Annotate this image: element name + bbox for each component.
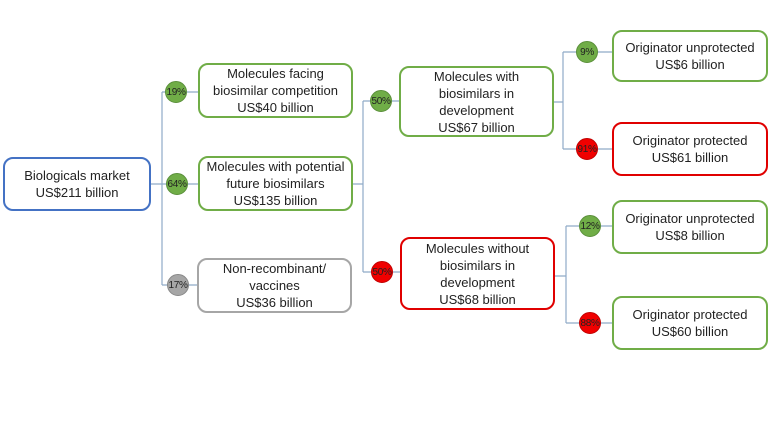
box-value: US$61 billion [651, 150, 729, 165]
box-label: Non-recombinant/ [222, 261, 327, 276]
box-without-biosimilars-in-development: Molecules without biosimilars in develop… [400, 237, 555, 310]
box-label: Molecules with potential [206, 159, 345, 174]
box-value: US$67 billion [438, 119, 515, 135]
box-with-biosimilars-in-development: Molecules with biosimilars in developmen… [399, 66, 554, 137]
box-originator-protected: Originator protected US$60 billion [612, 296, 768, 350]
box-value: US$60 billion [651, 324, 729, 339]
box-value: US$6 billion [655, 57, 725, 72]
percent-badge: 50% [370, 90, 392, 112]
root-box-biologicals-market: Biologicals market US$211 billion [3, 157, 151, 211]
box-originator-protected: Originator protected US$61 billion [612, 122, 768, 176]
box-label: future biosimilars [226, 176, 325, 191]
box-originator-unprotected: Originator unprotected US$6 billion [612, 30, 768, 82]
box-label: biosimilars in [438, 85, 515, 101]
percent-badge: 91% [576, 138, 598, 160]
box-label: Originator unprotected [625, 40, 755, 55]
root-value: US$211 billion [35, 185, 119, 200]
box-label: biosimilar competition [213, 83, 338, 98]
percent-badge: 19% [165, 81, 187, 103]
root-label: Biologicals market [24, 168, 130, 183]
box-label: Originator protected [632, 307, 748, 322]
box-value: US$40 billion [237, 100, 314, 115]
box-non-recombinant: Non-recombinant/ vaccines US$36 billion [197, 258, 352, 313]
box-value: US$135 billion [233, 193, 318, 208]
percent-badge: 12% [579, 215, 601, 237]
box-label: Molecules without [425, 240, 530, 256]
box-originator-unprotected: Originator unprotected US$8 billion [612, 200, 768, 254]
box-potential-future-biosimilars: Molecules with potential future biosimil… [198, 156, 353, 211]
box-label: vaccines [249, 278, 300, 293]
box-label: Molecules with [433, 68, 520, 84]
box-value: US$8 billion [655, 228, 725, 243]
box-label: development [439, 102, 514, 118]
box-value: US$36 billion [236, 295, 313, 310]
percent-badge: 9% [576, 41, 598, 63]
box-label: Originator unprotected [625, 211, 755, 226]
box-label: development [440, 274, 515, 290]
box-value: US$68 billion [439, 291, 516, 307]
box-label: Molecules facing [227, 66, 324, 81]
box-label: Originator protected [632, 133, 748, 148]
percent-badge: 17% [167, 274, 189, 296]
percent-badge: 50% [371, 261, 393, 283]
box-facing-competition: Molecules facing biosimilar competition … [198, 63, 353, 118]
percent-badge: 64% [166, 173, 188, 195]
percent-badge: 88% [579, 312, 601, 334]
box-label: biosimilars in [439, 257, 516, 273]
